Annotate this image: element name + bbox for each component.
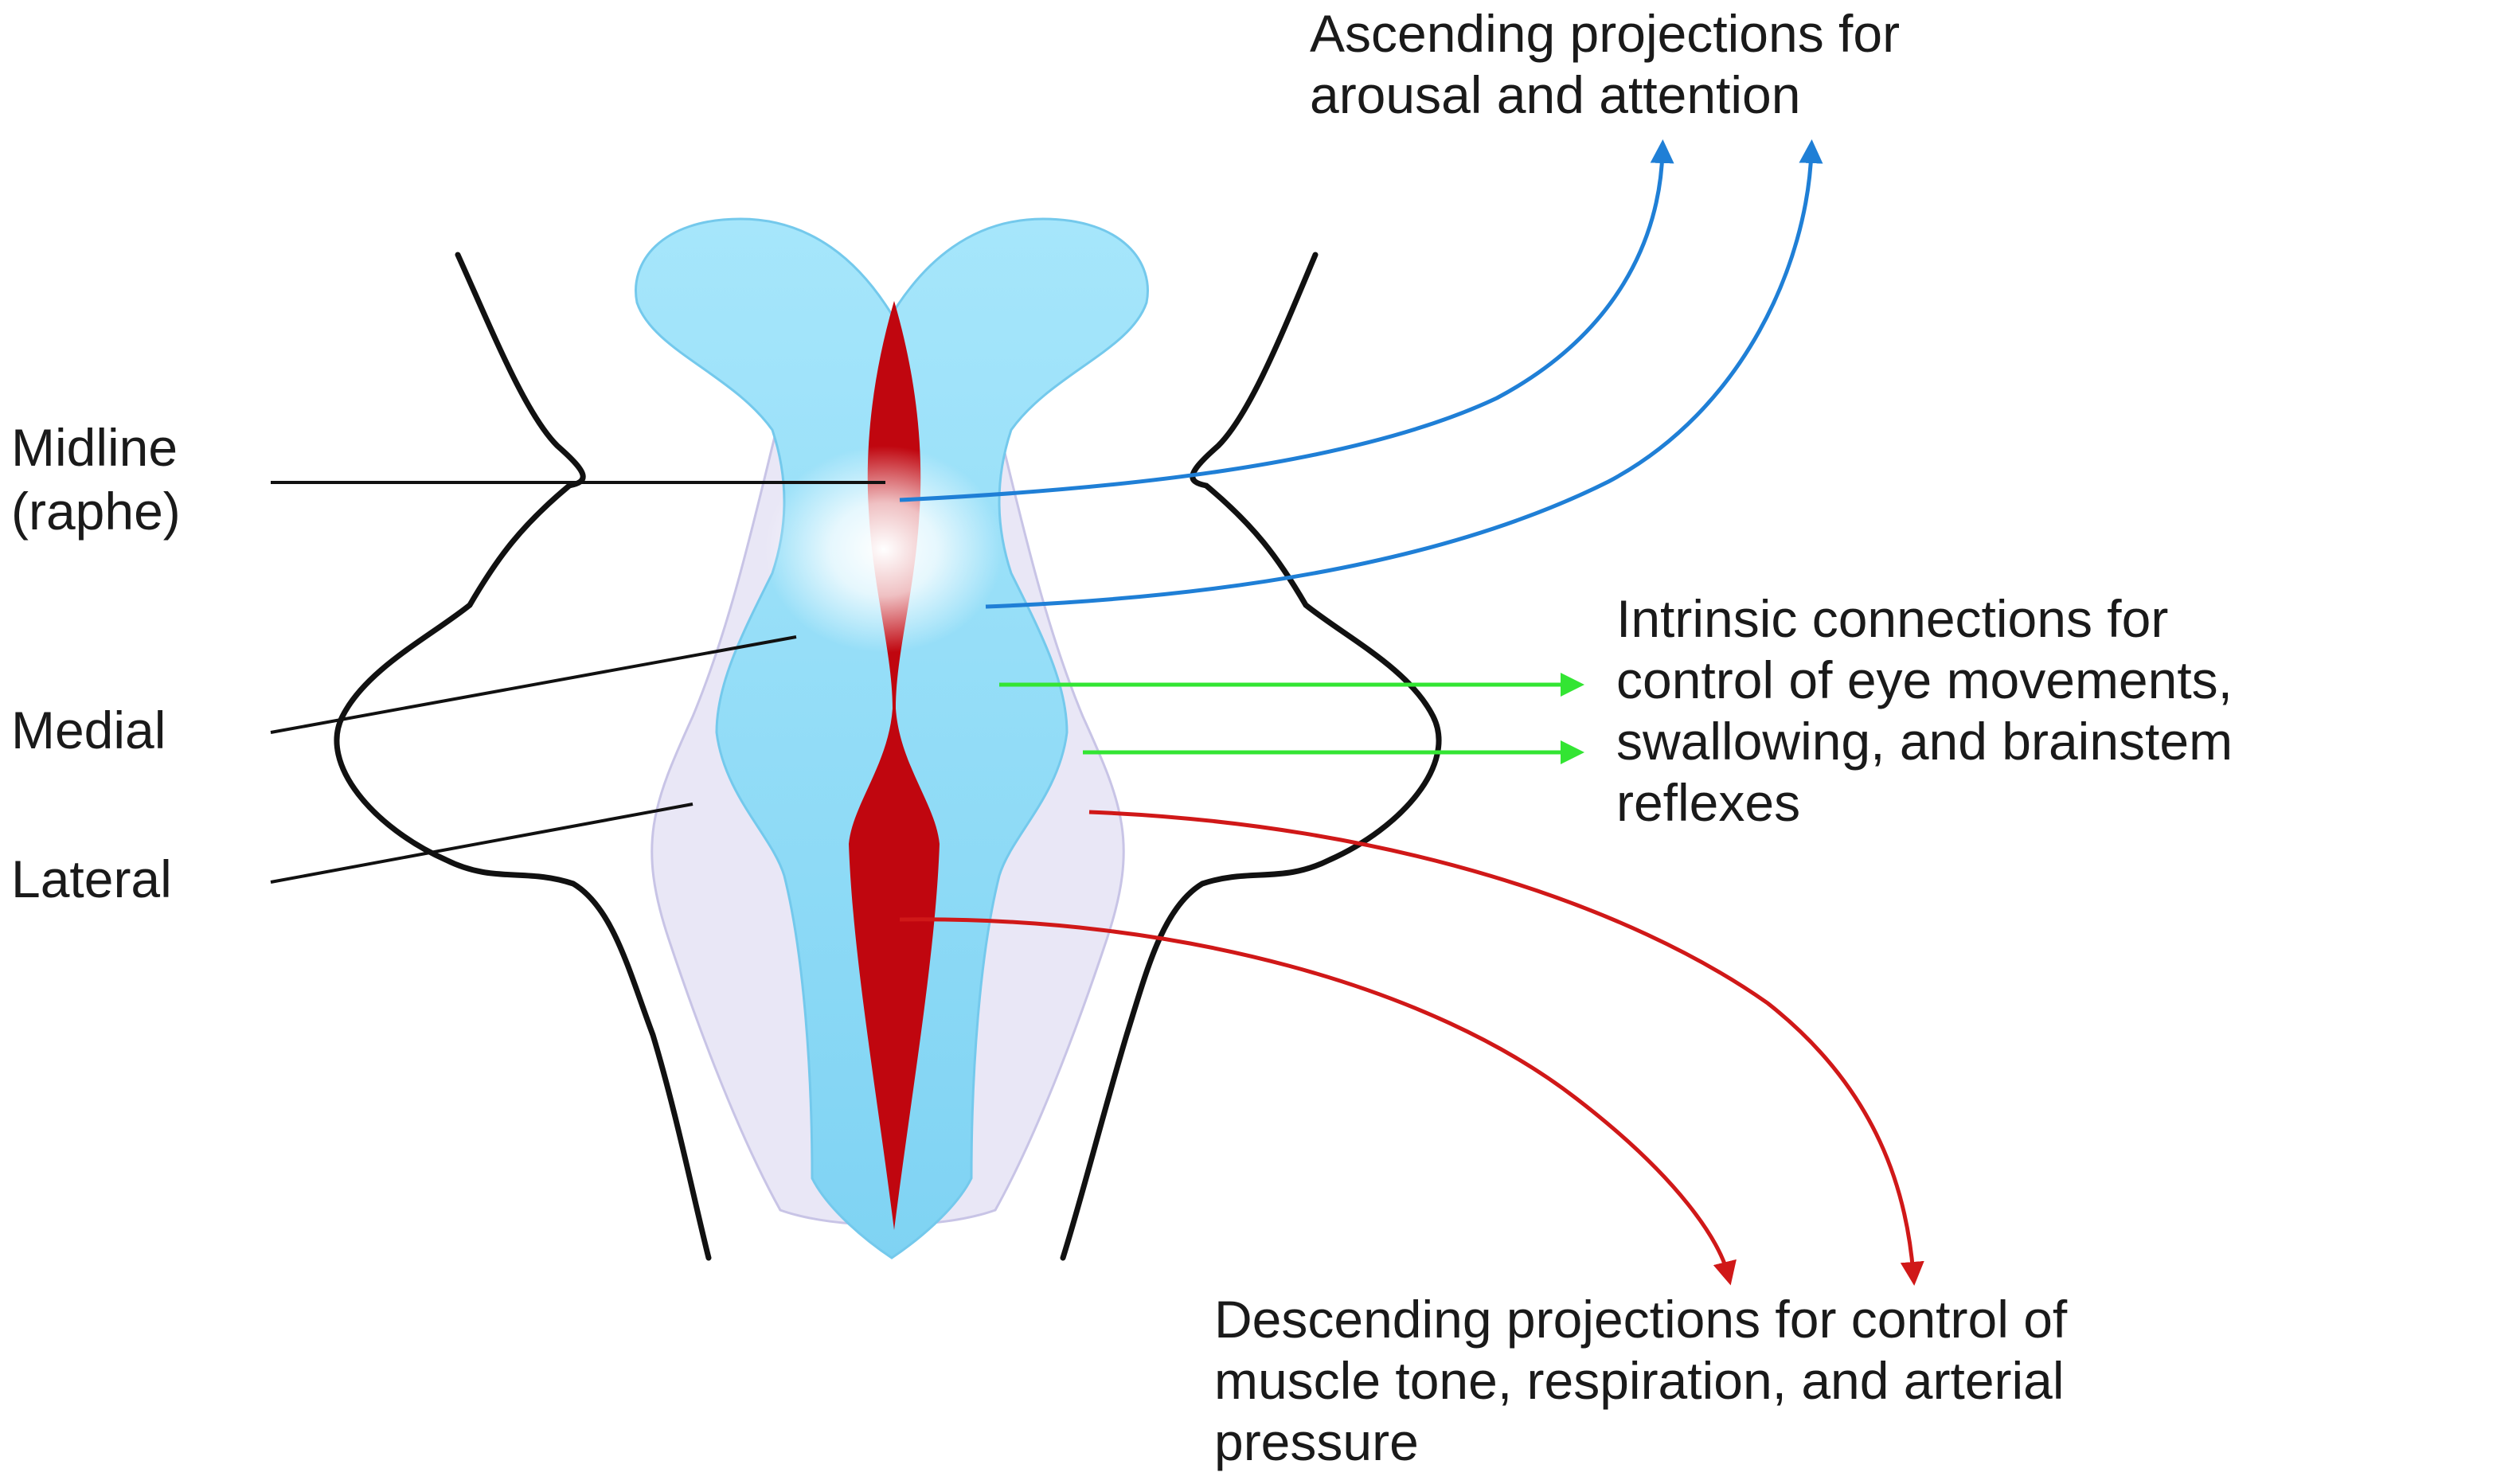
intrinsic-annotation-line2: control of eye movements, (1616, 650, 2233, 709)
lateral-label: Lateral (11, 849, 172, 908)
descending-annotation-line3: pressure (1214, 1412, 1419, 1471)
brainstem-outline-left (334, 252, 712, 1261)
ascending-annotation-line2: arousal and attention (1310, 65, 1800, 124)
lateral-leader-line (270, 802, 693, 884)
intrinsic-annotation-line3: swallowing, and brainstem (1616, 712, 2233, 771)
ascending-arrow-2 (985, 139, 1823, 609)
ascending-annotation-line1: Ascending projections for (1310, 4, 1900, 63)
descending-arrow-2 (1088, 810, 1924, 1286)
descending-arrow-1 (899, 917, 1737, 1286)
brainstem-outline-right (1060, 252, 1442, 1261)
intrinsic-annotation-line1: Intrinsic connections for (1616, 589, 2168, 648)
midline-glow (764, 446, 1003, 653)
ascending-arrow-1 (899, 139, 1674, 502)
intrinsic-annotation-line4: reflexes (1616, 773, 1800, 832)
descending-annotation-line2: muscle tone, respiration, and arterial (1214, 1351, 2065, 1410)
descending-annotation-line1: Descending projections for control of (1214, 1290, 2068, 1349)
midline-label: Midline (11, 418, 178, 477)
medial-label: Medial (11, 701, 166, 760)
medial-leader-line (270, 635, 797, 734)
midline-raphe-label: (raphe) (11, 482, 181, 541)
